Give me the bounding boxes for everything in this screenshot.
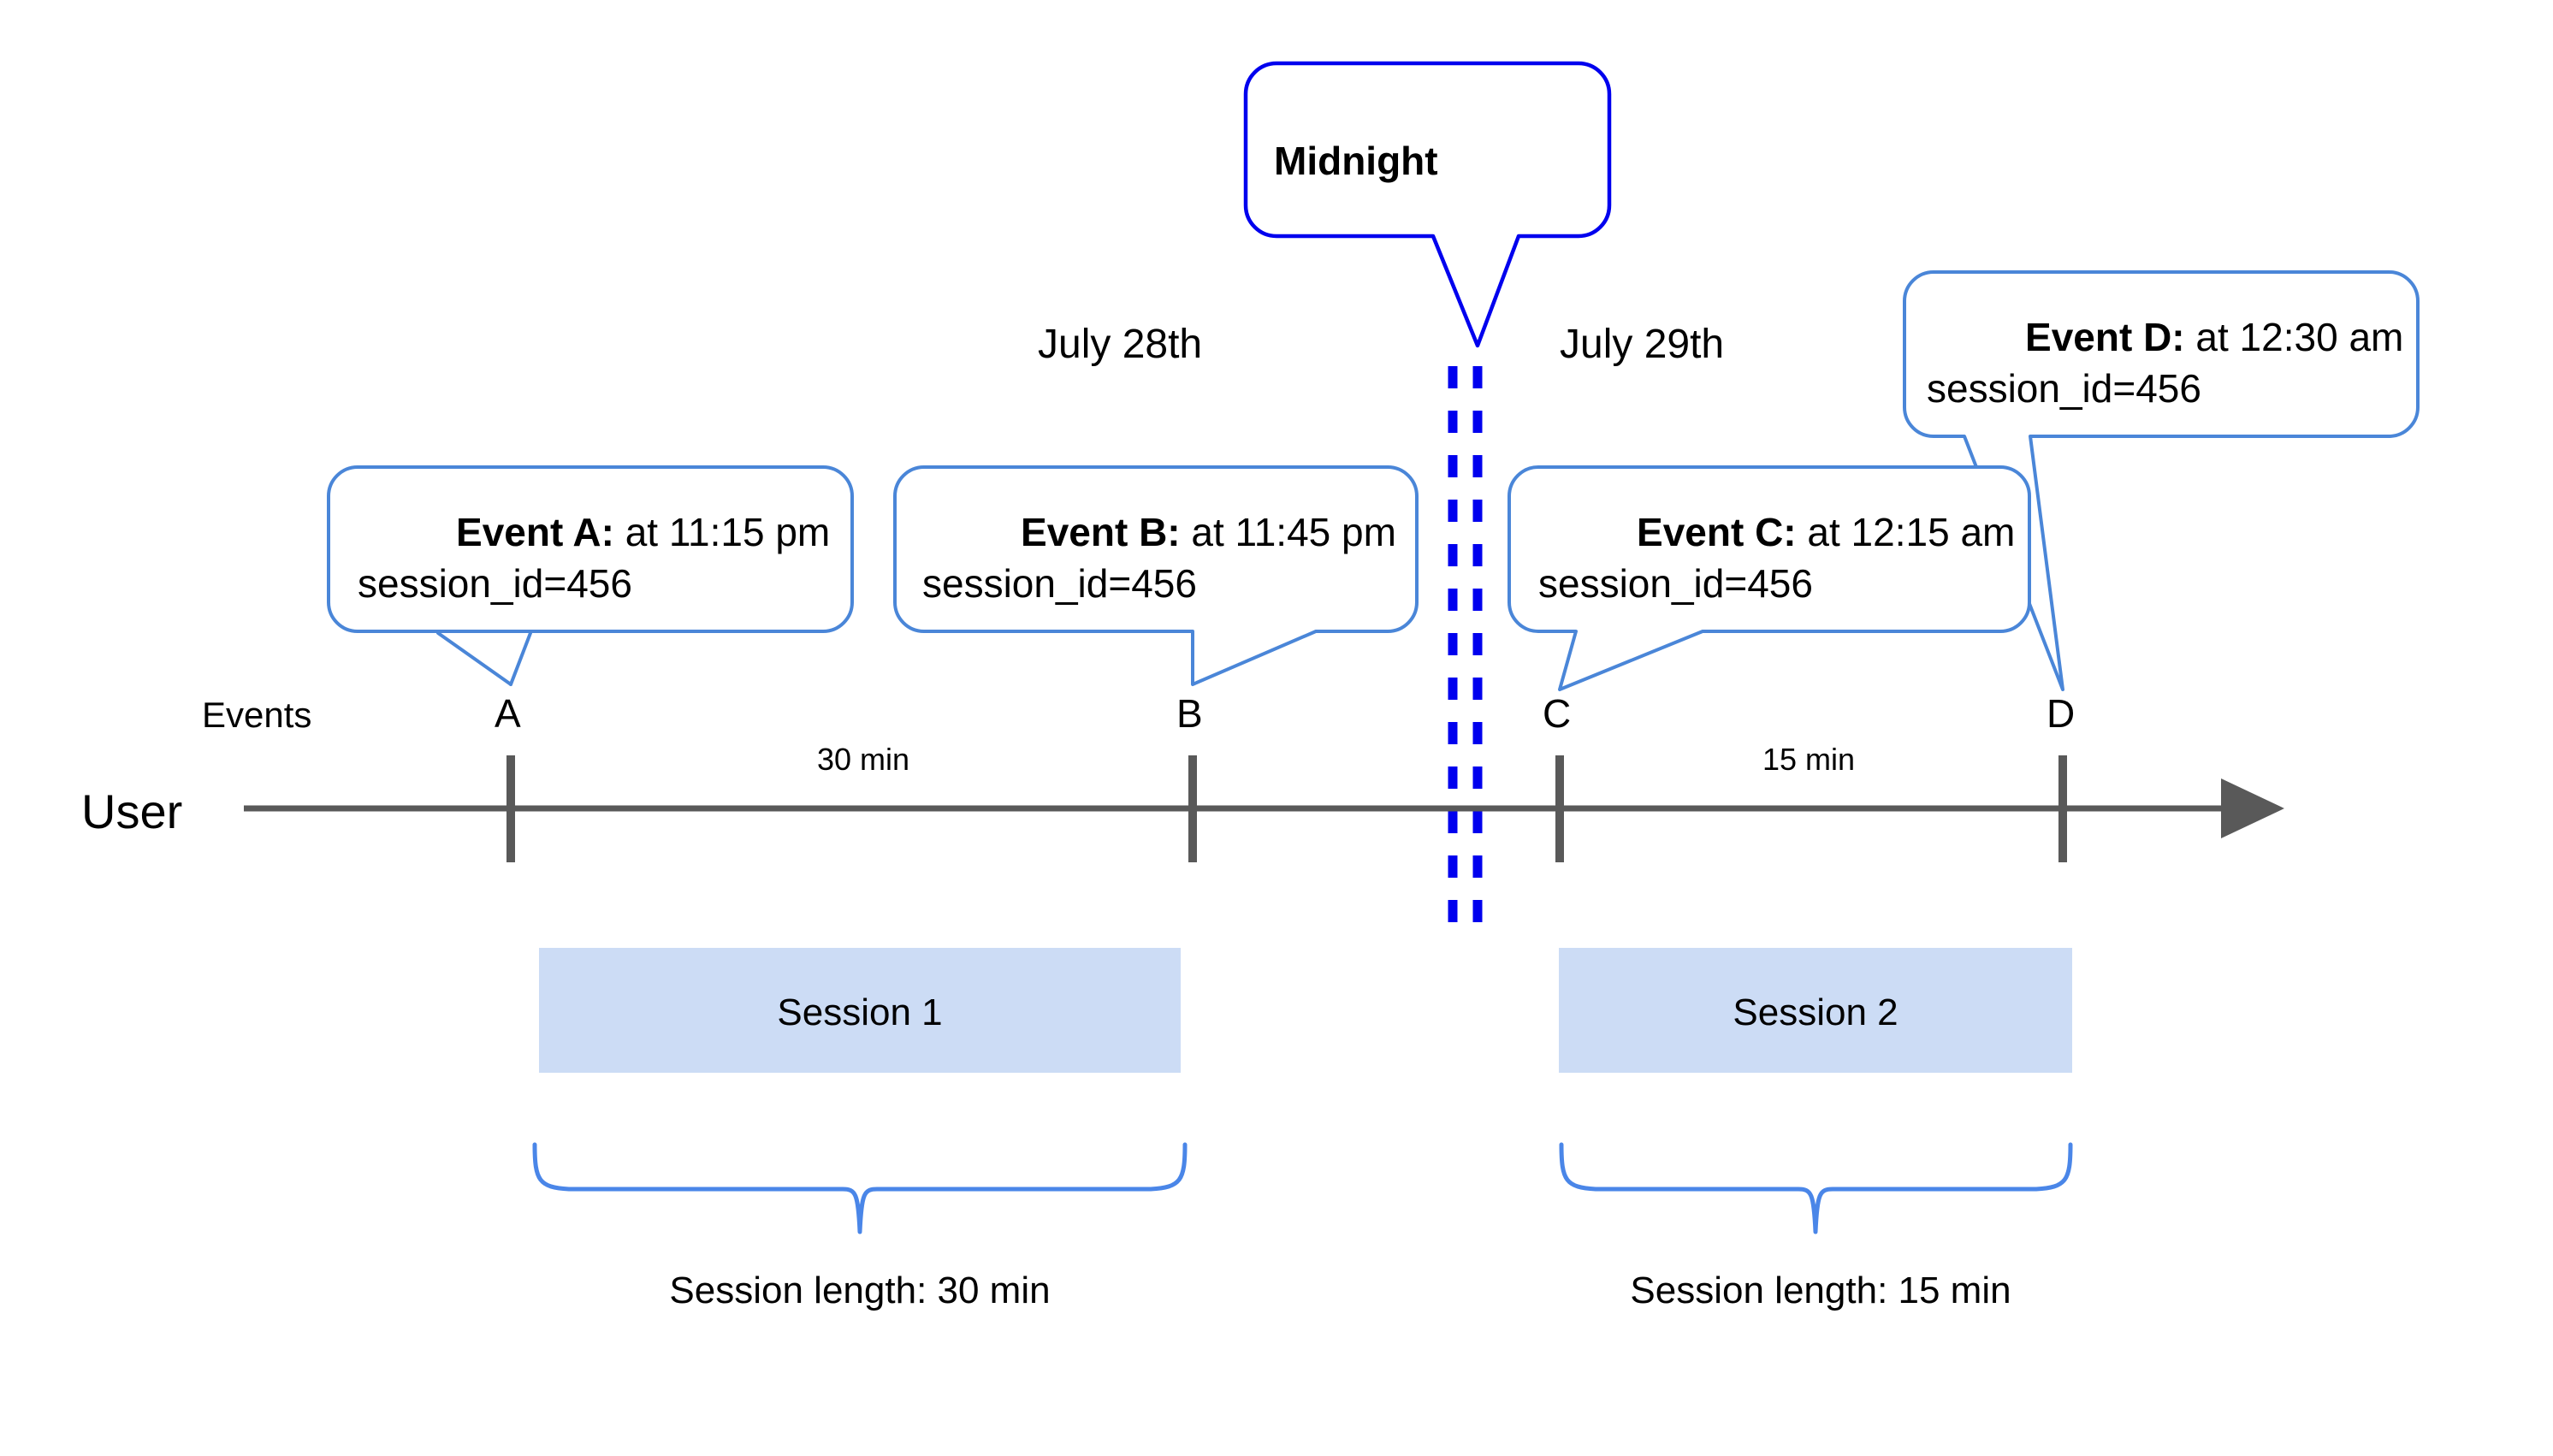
timeline-axis-arrowhead xyxy=(2221,778,2284,838)
event-callout-b-line1: Event B: at 11:45 pm xyxy=(922,510,1472,554)
event-callout-d-detail: at 12:30 am xyxy=(2185,315,2404,359)
date-label-right: July 29th xyxy=(1560,322,1724,367)
event-callout-a-line1: Event A: at 11:15 pm xyxy=(358,510,907,554)
session-box-1-label: Session 1 xyxy=(777,991,942,1033)
user-lane-label: User xyxy=(81,784,182,838)
event-callout-d-line1: Event D: at 12:30 am xyxy=(1927,315,2480,359)
session-box-2-rect xyxy=(1559,948,2072,1073)
events-row-label: Events xyxy=(202,695,311,735)
event-callout-a-line2: session_id=456 xyxy=(358,561,632,606)
date-label-left: July 28th xyxy=(1038,322,1202,367)
event-callout-b[interactable]: Event B: at 11:45 pm session_id=456 xyxy=(893,465,1472,686)
event-callout-a-detail: at 11:15 pm xyxy=(614,510,830,554)
event-callout-d[interactable]: Event D: at 12:30 am session_id=456 xyxy=(1903,270,2480,691)
session-brace-1 xyxy=(532,1142,1188,1234)
event-callout-a[interactable]: Event A: at 11:15 pm session_id=456 xyxy=(327,465,907,686)
timeline-axis xyxy=(244,778,2284,838)
event-callout-b-line2: session_id=456 xyxy=(922,561,1197,606)
interval-label-15min: 15 min xyxy=(1762,742,1855,777)
session-length-label-2: Session length: 15 min xyxy=(1630,1270,2011,1311)
event-callout-c-detail: at 12:15 am xyxy=(1797,510,2016,554)
interval-label-30min: 30 min xyxy=(817,742,909,777)
session-brace-2 xyxy=(1559,1142,2073,1234)
event-callout-d-line2: session_id=456 xyxy=(1927,366,2201,411)
event-marker-label-a: A xyxy=(495,691,521,736)
session-box-1-rect xyxy=(539,948,1181,1073)
event-callout-a-bold: Event A: xyxy=(456,510,614,554)
session-box-2[interactable]: Session 2 xyxy=(1559,948,2072,1073)
session-box-1[interactable]: Session 1 xyxy=(539,948,1181,1073)
session-length-label-1: Session length: 30 min xyxy=(669,1270,1050,1311)
event-callout-d-bold: Event D: xyxy=(2025,315,2185,359)
event-callout-c[interactable]: Event C: at 12:15 am session_id=456 xyxy=(1508,465,2092,691)
event-marker-label-b: B xyxy=(1176,691,1203,736)
session-box-2-label: Session 2 xyxy=(1733,991,1898,1033)
midnight-label: Midnight xyxy=(1274,139,1438,183)
event-marker-label-d: D xyxy=(2047,691,2075,736)
event-callout-b-bold: Event B: xyxy=(1021,510,1181,554)
event-callout-c-line1: Event C: at 12:15 am xyxy=(1538,510,2092,554)
event-callout-c-bold: Event C: xyxy=(1637,510,1797,554)
midnight-callout[interactable]: Midnight xyxy=(1243,61,1612,348)
event-callout-b-detail: at 11:45 pm xyxy=(1181,510,1396,554)
event-marker-label-c: C xyxy=(1543,691,1571,736)
event-callout-c-line2: session_id=456 xyxy=(1538,561,1813,606)
midnight-divider xyxy=(1448,366,1483,922)
